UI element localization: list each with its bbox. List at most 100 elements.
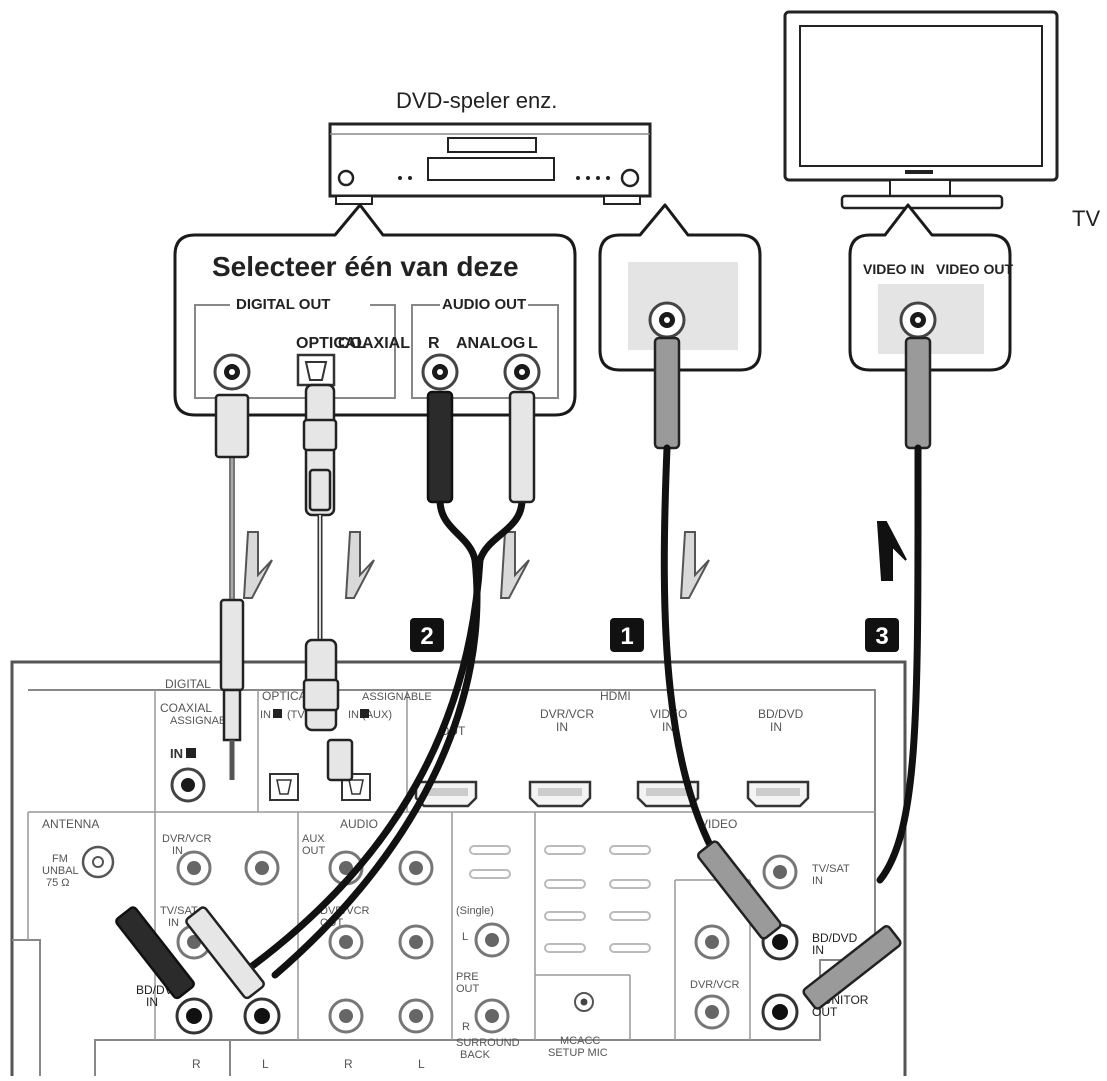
rx-video-dvrvcr-label: DVR/VCR [690, 979, 740, 991]
optical-label: OPTICAL [296, 335, 366, 352]
rx-coaxial-in1-jack [170, 767, 206, 803]
analog-r-label: R [428, 335, 440, 352]
rx-hdmi-bddvd-label: BD/DVD [758, 707, 804, 721]
rx-bddvd-audio-in-label: IN [146, 995, 158, 1009]
rx-aux-label: AUX [302, 833, 325, 845]
rx-video-bddvd-label: BD/DVD [812, 931, 858, 945]
rx-aux-out-label: OUT [302, 845, 326, 857]
dvd-player-label: DVD-speler enz. [396, 88, 557, 113]
arrow-down-optical [344, 531, 375, 599]
rx-video-tvsat-label: TV/SAT [812, 863, 850, 875]
rx-digital-label: DIGITAL [165, 677, 211, 691]
coaxial-label: COAXIAL [338, 335, 410, 352]
rx-hdmi-dvrvcr-in-label: IN [556, 720, 568, 734]
dvd-video-out-panel [628, 262, 738, 350]
rx-col-r-jack [328, 998, 364, 1034]
select-one-bubble [173, 203, 577, 417]
optical-cable [302, 383, 354, 782]
rx-optical-in2-port [341, 773, 371, 801]
rx-video-section-label: VIDEO [700, 817, 737, 831]
rx-pre-r-jack [474, 998, 510, 1034]
rx-optical-in1-port [269, 773, 299, 801]
audio-out-panel [411, 304, 559, 399]
tv-video-in-jack [899, 301, 937, 339]
rx-dvrvcr-r-jack [176, 850, 212, 886]
rx-single-label: (Single) [456, 905, 494, 917]
analog-l-label: L [528, 335, 538, 352]
rx-optical-label: OPTICAL [262, 689, 314, 703]
rx-aux-l-jack [398, 850, 434, 886]
rx-hdmi-label: HDMI [600, 689, 631, 703]
rx-hdmi-dvrvcr-label: DVR/VCR [540, 707, 594, 721]
rx-dvrvcr-out-l-jack [398, 924, 434, 960]
rx-surround-label: SURROUND [456, 1037, 520, 1049]
rx-mcacc-label: MCACC [560, 1035, 600, 1047]
rx-ohm-label: 75 Ω [46, 877, 70, 889]
step-3-badge: 3 [865, 618, 899, 652]
rx-pre-l-jack [474, 922, 510, 958]
rx-in2-badge [360, 709, 369, 718]
analog-label: ANALOG [456, 335, 525, 352]
analog-l-plug-bottom [185, 906, 265, 1000]
rx-speaker-slots [469, 845, 651, 953]
digital-out-label: DIGITAL OUT [236, 296, 330, 313]
analog-r-plug-bottom [115, 906, 195, 1000]
arrow-down-coax [242, 531, 273, 599]
rx-tvsat-audio-in-label: IN [168, 917, 179, 929]
analog-r-plug-top [426, 390, 454, 504]
video-out-label: VIDEO OUT [936, 261, 1013, 277]
analog-l-plug-top [508, 390, 536, 504]
rx-hdmi-video-label: VIDEO [650, 707, 687, 721]
rx-col-l-label: L [418, 1057, 425, 1071]
rx-col-l-jack [398, 998, 434, 1034]
rx-assignable2-label: ASSIGNABLE [362, 691, 432, 703]
video-cable [653, 336, 782, 940]
rx-hdmi-video-in-label: IN [662, 720, 674, 734]
dvd-player-illustration [328, 122, 652, 205]
rx-pre-label: PRE [456, 971, 479, 983]
rx-coaxial-label: COAXIAL [160, 701, 212, 715]
rx-video-tvsat-in-label: IN [812, 875, 823, 887]
rx-fm-antenna-jack [81, 845, 115, 879]
rx-dvrvcr-audio-label: DVR/VCR [162, 833, 212, 845]
dvd-video-out-jack [648, 301, 686, 339]
analog-cable-left-run [271, 496, 481, 979]
analog-cable-right-run [236, 496, 526, 979]
rx-fm-label: FM [52, 853, 68, 865]
rx-dvrvcr-out-r-jack [328, 924, 364, 960]
rx-pre-r-label: R [462, 1021, 470, 1033]
rx-in2-aux-label: IN (AUX) [348, 709, 392, 721]
rx-col-r-label: R [344, 1057, 353, 1071]
hdmi-bddvd-port [746, 780, 810, 808]
rx-dvrvcr-audio-in-label: IN [172, 845, 183, 857]
analog-l-out-jack [503, 353, 541, 391]
receiver-rear-panel [10, 660, 907, 1076]
rx-dvrvcr-l-jack [244, 850, 280, 886]
rx-assignable-label: ASSIGNABLE [170, 715, 240, 727]
rx-video-dvrvcr-out-jack [694, 994, 730, 1030]
rx-tvsat-audio-label: TV/SAT [160, 905, 198, 917]
rx-video-dvrvcr-in-jack [694, 924, 730, 960]
rx-in1-label: IN [170, 746, 183, 761]
coaxial-out-jack [213, 353, 251, 391]
rx-rca-jacks [175, 850, 799, 1035]
step-1-number: 1 [620, 623, 633, 650]
rx-back-label: BACK [460, 1049, 491, 1061]
rx-pre-out-label: OUT [456, 983, 480, 995]
monitor-cable [802, 336, 932, 1010]
hdmi-dvrvcr-port [528, 780, 592, 808]
rx-in1-badge [186, 748, 196, 758]
hdmi-video-port [636, 780, 700, 808]
optical-out-jack [296, 353, 336, 387]
rx-opt-in1-badge [273, 709, 282, 718]
rx-pre-l-label: L [462, 931, 468, 943]
analog-r-out-jack [421, 353, 459, 391]
rx-hdmi-bddvd-in-label: IN [770, 720, 782, 734]
step-2-number: 2 [420, 623, 433, 650]
rx-setup-mic-jack [574, 992, 594, 1012]
step-3-number: 3 [875, 623, 888, 650]
rx-audio-label: AUDIO [340, 817, 378, 831]
rx-monitor-out-jack [761, 993, 799, 1031]
